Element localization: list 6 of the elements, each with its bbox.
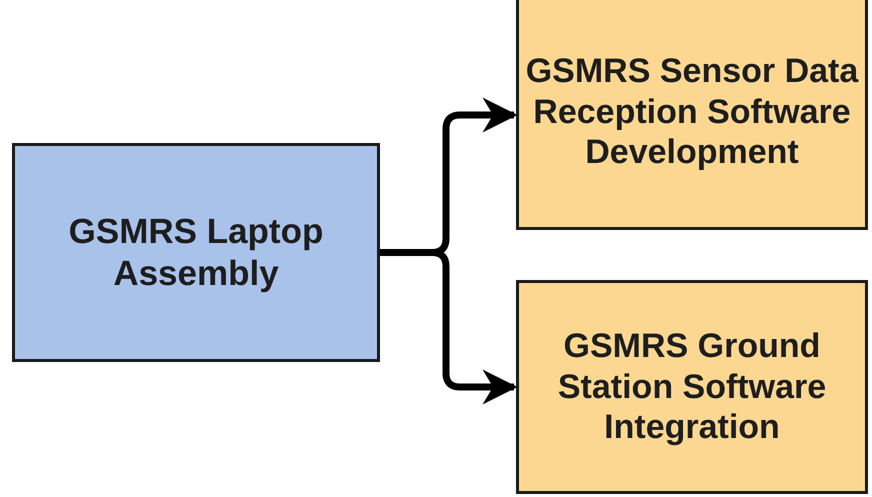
box-label: GSMRS Laptop Assembly — [68, 210, 324, 294]
process-box — [516, 280, 868, 494]
box-label: GSMRS Ground Station Software Integration — [556, 326, 828, 448]
process-box — [516, 0, 868, 230]
box-label: GSMRS Sensor Data Reception Software Development — [524, 50, 860, 174]
process-box — [12, 143, 380, 362]
